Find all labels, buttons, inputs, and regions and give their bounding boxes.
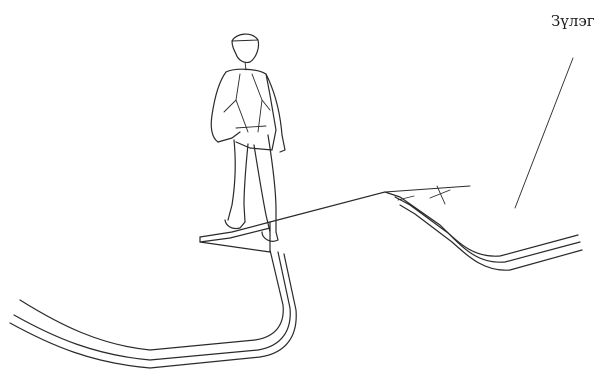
left-curb (10, 250, 296, 368)
step-platform (200, 192, 385, 252)
grass-label: Зүлэг (551, 12, 595, 30)
right-curb (385, 186, 582, 270)
man-figure (211, 34, 285, 241)
callout-leader-line (515, 58, 573, 208)
